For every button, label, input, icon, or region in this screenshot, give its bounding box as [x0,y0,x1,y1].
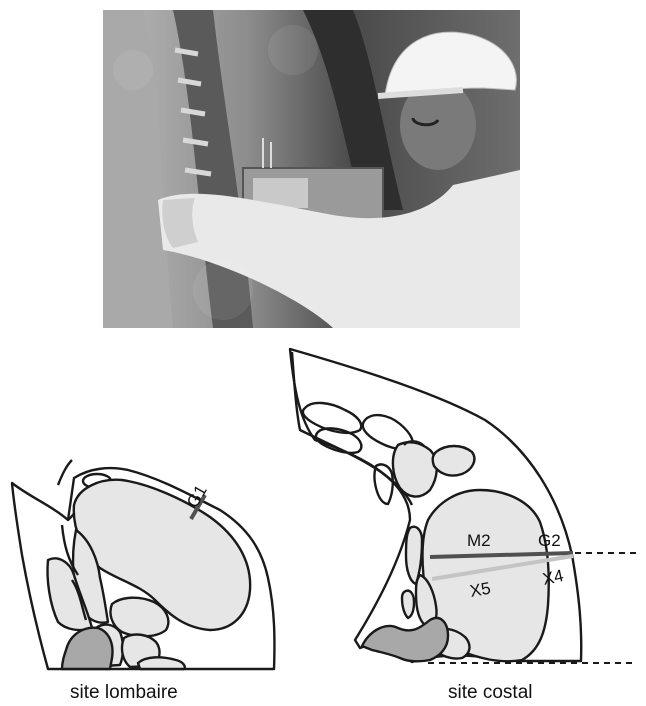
costal-outline-edge [292,352,412,505]
costal-muscle-left-2 [402,591,414,618]
costal-dark-muscle [362,618,448,661]
costal-muscle-upper [393,442,437,496]
costal-muscle-upper-b [433,446,475,476]
caption-costal-site: site costal [448,682,532,704]
label-x5: X5 [468,579,492,601]
lumbar-muscle-f [138,657,185,669]
label-g2: G2 [538,531,561,550]
label-m2: M2 [467,531,491,550]
caption-lumbar-site: site lombaire [70,682,178,704]
label-x4: X4 [541,566,565,589]
lumbar-dark-muscle [62,628,112,669]
